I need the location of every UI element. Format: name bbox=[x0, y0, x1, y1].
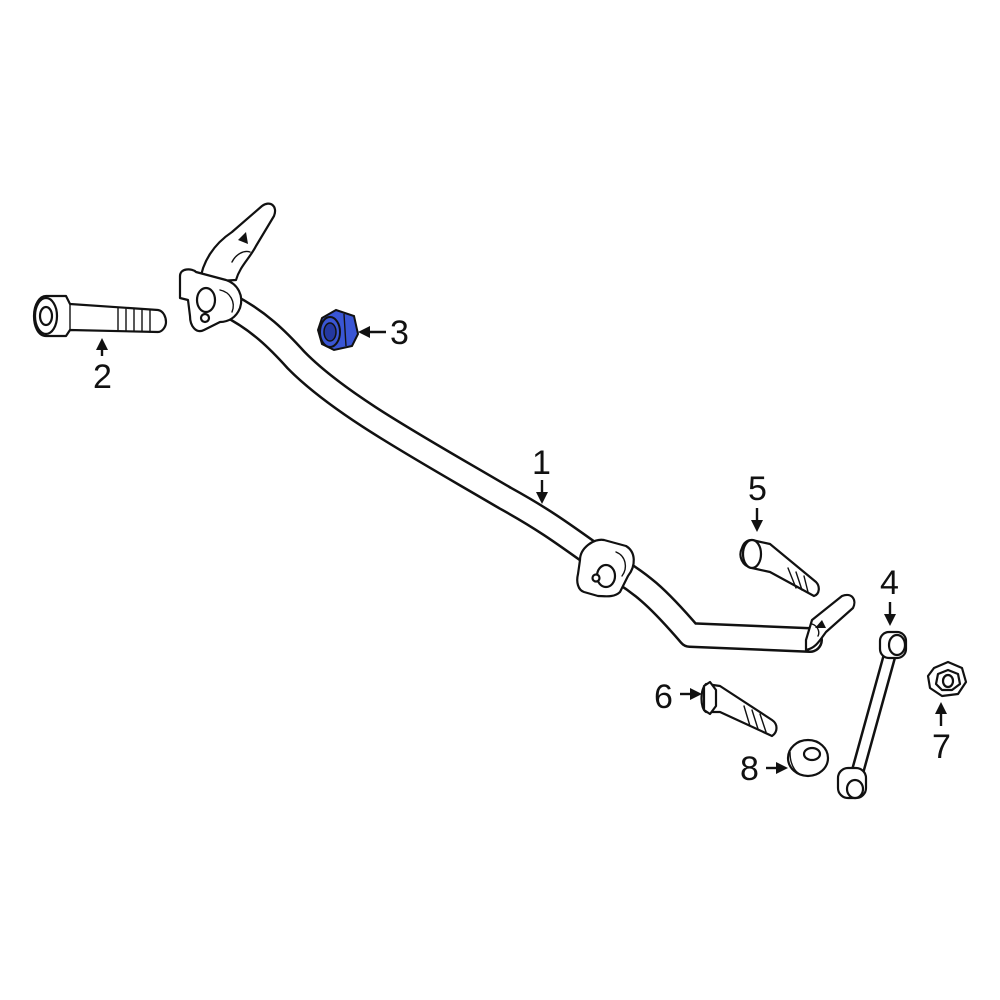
svg-text:6: 6 bbox=[654, 678, 673, 716]
callout-3: 3 bbox=[358, 314, 409, 352]
svg-text:1: 1 bbox=[532, 444, 551, 482]
stabilizer-bar[interactable] bbox=[178, 202, 856, 653]
callout-5: 5 bbox=[748, 470, 767, 532]
callout-4: 4 bbox=[880, 564, 899, 626]
svg-text:4: 4 bbox=[880, 564, 899, 602]
callout-7: 7 bbox=[932, 702, 951, 766]
stabilizer-link[interactable] bbox=[836, 630, 908, 800]
svg-text:8: 8 bbox=[740, 750, 759, 788]
callout-6: 6 bbox=[654, 678, 702, 716]
svg-text:7: 7 bbox=[932, 728, 951, 766]
svg-text:5: 5 bbox=[748, 470, 767, 508]
svg-text:2: 2 bbox=[93, 358, 112, 396]
washer-8[interactable] bbox=[786, 738, 830, 778]
mounting-bolt[interactable] bbox=[32, 294, 168, 338]
bolt-5[interactable] bbox=[739, 538, 820, 598]
svg-text:3: 3 bbox=[390, 314, 409, 352]
flange-nut-highlighted[interactable] bbox=[316, 308, 360, 352]
callout-1: 1 bbox=[532, 444, 551, 504]
bolt-6[interactable] bbox=[700, 680, 778, 738]
nut-7[interactable] bbox=[926, 660, 968, 698]
callout-2: 2 bbox=[93, 338, 112, 396]
callout-8: 8 bbox=[740, 750, 788, 788]
